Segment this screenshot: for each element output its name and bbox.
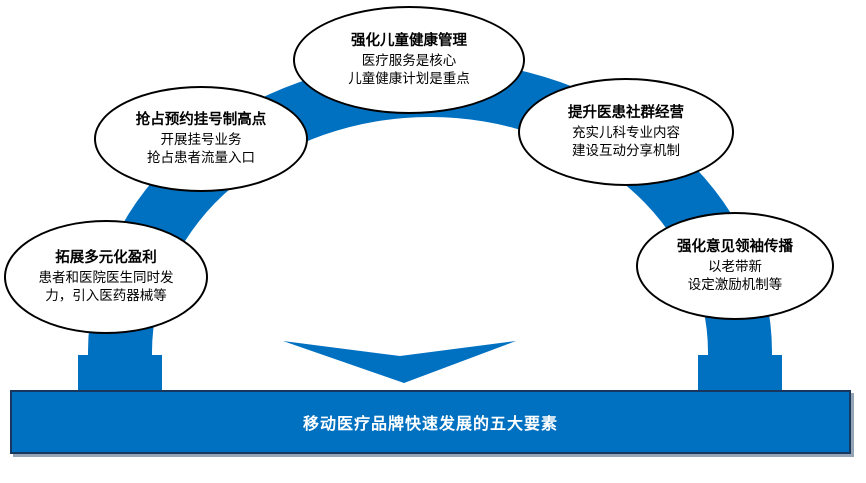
- node-title: 强化儿童健康管理: [351, 33, 467, 49]
- node-line: 儿童健康计划是重点: [348, 70, 470, 86]
- node-line: 患者和医院医生同时发: [38, 269, 174, 285]
- node-ellipse-diversified-profit: 拓展多元化盈利 患者和医院医生同时发 力，引入医药器械等: [4, 220, 208, 334]
- node-line: 以老带新: [708, 258, 762, 274]
- node-title: 强化意见领袖传播: [677, 239, 793, 255]
- banner: 移动医疗品牌快速发展的五大要素: [10, 390, 851, 454]
- node-title: 拓展多元化盈利: [55, 250, 157, 266]
- node-line: 力，引入医药器械等: [45, 287, 167, 303]
- node-line: 开展挂号业务: [160, 131, 242, 147]
- node-line: 设定激励机制等: [687, 276, 783, 292]
- node-ellipse-child-health: 强化儿童健康管理 医疗服务是核心 儿童健康计划是重点: [293, 6, 525, 114]
- node-line: 建设互动分享机制: [572, 142, 680, 158]
- node-line: 充实儿科专业内容: [572, 124, 680, 140]
- node-title: 提升医患社群经营: [568, 105, 684, 121]
- node-ellipse-doctor-patient-community: 提升医患社群经营 充实儿科专业内容 建设互动分享机制: [518, 78, 734, 186]
- banner-title: 移动医疗品牌快速发展的五大要素: [302, 416, 558, 433]
- node-ellipse-appointment-registration: 抢占预约挂号制高点 开展挂号业务 抢占患者流量入口: [94, 86, 308, 192]
- down-arrow-icon: [283, 341, 516, 383]
- node-line: 医疗服务是核心: [361, 52, 457, 68]
- node-line: 抢占患者流量入口: [147, 149, 255, 165]
- node-ellipse-opinion-leader: 强化意见领袖传播 以老带新 设定激励机制等: [636, 212, 834, 320]
- node-title: 抢占预约挂号制高点: [135, 112, 267, 128]
